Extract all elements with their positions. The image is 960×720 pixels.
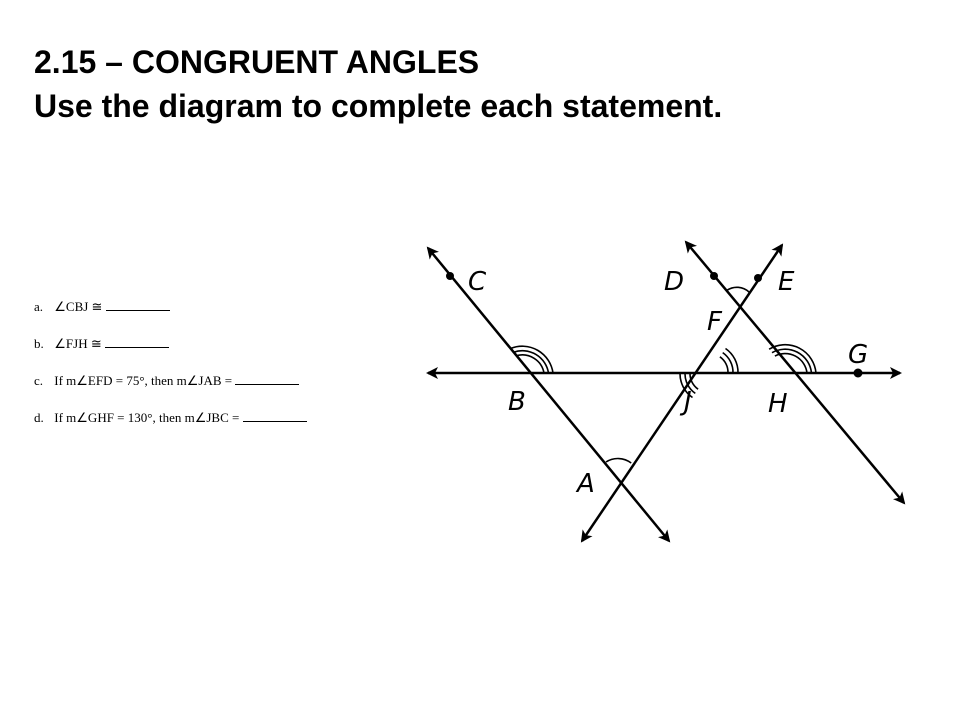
angle-arc-j-right: [719, 356, 729, 374]
statement-a: a. ∠CBJ ≅: [34, 298, 307, 316]
point-d-dot: [710, 272, 718, 280]
label-e: E: [778, 267, 795, 297]
point-g-dot: [853, 368, 863, 378]
statement-c: c. If m∠EFD = 75°, then m∠JAB =: [34, 372, 307, 390]
statement-text: ∠FJH ≅: [54, 336, 102, 351]
angle-arc-j-right: [722, 351, 734, 374]
answer-blank[interactable]: [104, 335, 169, 348]
label-c: C: [468, 267, 487, 297]
statement-letter: a.: [34, 299, 44, 314]
statement-letter: d.: [34, 410, 44, 425]
label-a: A: [575, 469, 595, 499]
angle-arc-h: [774, 352, 808, 374]
point-e-dot: [754, 274, 762, 282]
label-h: H: [768, 389, 788, 419]
angle-arc-f: [726, 286, 750, 293]
label-f: F: [707, 307, 723, 337]
statement-text: If m∠EFD = 75°, then m∠JAB =: [54, 373, 233, 388]
angle-arc-j-left: [679, 372, 693, 399]
statement-text: ∠CBJ ≅: [54, 299, 103, 314]
statement-d: d. If m∠GHF = 130°, then m∠JBC =: [34, 409, 307, 427]
statement-letter: b.: [34, 336, 44, 351]
point-c-dot: [446, 272, 454, 280]
angle-arc-b: [516, 354, 545, 374]
statement-list: a. ∠CBJ ≅ b. ∠FJH ≅ c. If m∠EFD = 75°, t…: [34, 298, 307, 446]
label-j: J: [679, 387, 692, 417]
answer-blank[interactable]: [105, 298, 170, 311]
title-line-1: 2.15 – CONGRUENT ANGLES: [34, 44, 480, 80]
label-b: B: [508, 387, 526, 417]
angle-arc-h: [768, 343, 817, 374]
angle-arc-b: [510, 345, 554, 374]
angle-arc-j-left: [684, 372, 696, 395]
title-line-2: Use the diagram to complete each stateme…: [34, 88, 723, 124]
line-ca: [426, 246, 671, 543]
angle-arc-j-right: [725, 347, 739, 374]
slide-title: 2.15 – CONGRUENT ANGLES Use the diagram …: [34, 40, 722, 128]
angle-arc-j-left: [689, 372, 699, 390]
line-dh: [684, 240, 906, 505]
statement-letter: c.: [34, 373, 44, 388]
angle-arc-b: [513, 349, 550, 374]
answer-blank[interactable]: [242, 409, 307, 422]
angle-arc-h: [771, 348, 813, 374]
answer-blank[interactable]: [235, 372, 300, 385]
statement-text: If m∠GHF = 130°, then m∠JBC =: [54, 410, 240, 425]
label-d: D: [664, 267, 684, 297]
angle-arc-a: [605, 457, 632, 464]
statement-b: b. ∠FJH ≅: [34, 335, 307, 353]
label-g: G: [848, 340, 868, 370]
